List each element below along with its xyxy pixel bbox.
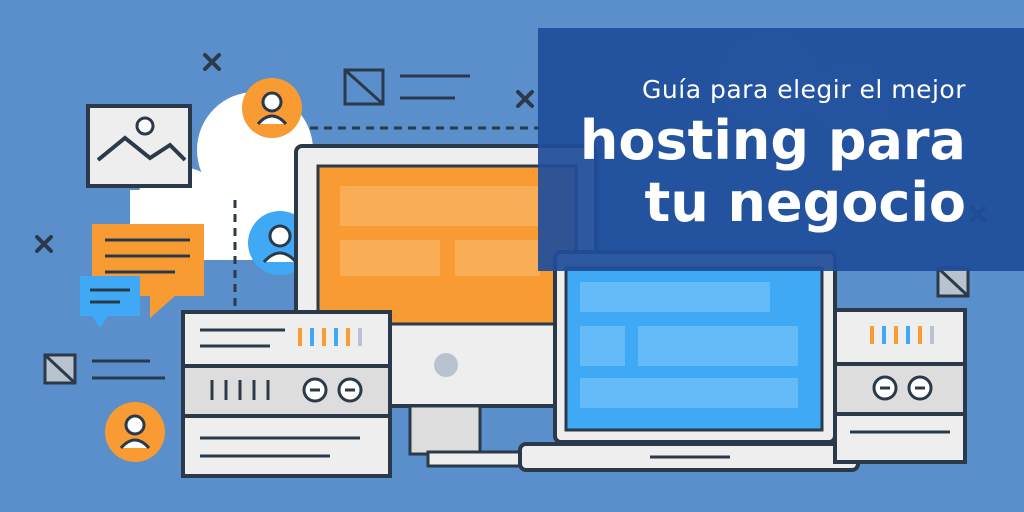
chat-bubble-icon <box>80 224 204 328</box>
user-icon <box>242 78 302 138</box>
server-icon <box>181 310 392 478</box>
banner-title-line-2: tu negocio <box>644 171 967 234</box>
crossed-square-icon <box>43 68 970 385</box>
dashed-connectors <box>233 126 540 310</box>
user-icon <box>105 402 165 462</box>
title-banner <box>538 28 1024 271</box>
monitor-icon <box>294 144 598 468</box>
image-icon <box>86 104 192 188</box>
laptop-icon <box>518 250 860 472</box>
server-icon <box>833 308 967 464</box>
banner-subtitle: Guía para elegir el mejor <box>642 75 966 104</box>
banner-title-line-1: hosting para <box>579 109 966 172</box>
